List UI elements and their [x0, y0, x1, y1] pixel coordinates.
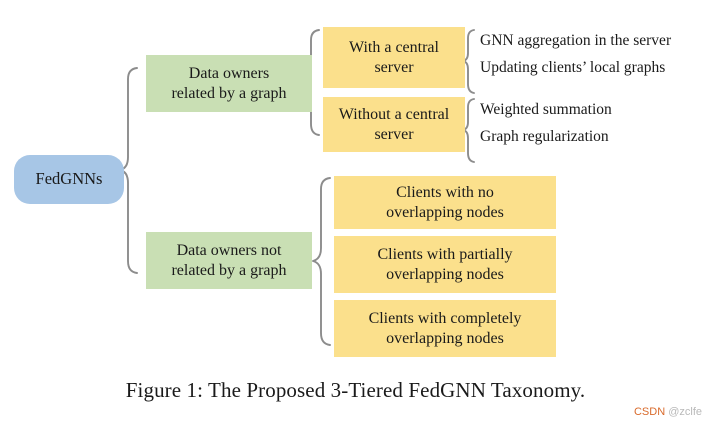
leaf-updating-local-graphs: Updating clients’ local graphs — [480, 59, 666, 76]
watermark: CSDN @zclfe — [634, 406, 702, 418]
node-label-line2: overlapping nodes — [386, 203, 504, 221]
node-clients-partial-overlap[interactable]: Clients with partially overlapping nodes — [334, 236, 556, 293]
node-label: Clients with completely overlapping node… — [369, 309, 522, 348]
brace-tier2-not-related — [312, 177, 331, 346]
node-clients-complete-overlap[interactable]: Clients with completely overlapping node… — [334, 300, 556, 357]
node-label-line2: overlapping nodes — [386, 329, 504, 347]
node-label: Data owners related by a graph — [171, 64, 286, 103]
node-label-line2: overlapping nodes — [386, 265, 504, 283]
node-label-line1: Data owners — [188, 64, 270, 82]
node-label-line2: related by a graph — [171, 261, 287, 279]
node-label-line1: With a central — [349, 38, 439, 56]
node-label-line1: Without a central — [338, 105, 450, 123]
node-label: Clients with no overlapping nodes — [386, 183, 504, 222]
node-label-line2: server — [374, 125, 414, 143]
node-clients-no-overlap[interactable]: Clients with no overlapping nodes — [334, 176, 556, 229]
node-root-label: FedGNNs — [35, 169, 103, 189]
node-label-line1: Clients with completely — [368, 309, 522, 327]
node-label: Data owners not related by a graph — [171, 241, 286, 280]
node-root-fedgnns[interactable]: FedGNNs — [14, 155, 124, 204]
node-label-line1: Clients with no — [396, 183, 494, 201]
node-data-owners-related[interactable]: Data owners related by a graph — [146, 55, 312, 112]
node-label: With a central server — [349, 38, 439, 77]
node-without-central-server[interactable]: Without a central server — [323, 97, 465, 152]
node-data-owners-not-related[interactable]: Data owners not related by a graph — [146, 232, 312, 289]
node-label-line1: Data owners not — [176, 241, 282, 259]
leaf-gnn-aggregation: GNN aggregation in the server — [480, 32, 672, 49]
node-label-line2: related by a graph — [171, 84, 287, 102]
leaf-graph-regularization: Graph regularization — [480, 128, 609, 145]
leaf-weighted-summation: Weighted summation — [480, 101, 612, 118]
node-label: Clients with partially overlapping nodes — [377, 245, 512, 284]
watermark-brand: CSDN — [633, 406, 666, 418]
node-label-line2: server — [374, 58, 414, 76]
watermark-user: @zclfe — [665, 406, 702, 418]
figure-caption: Figure 1: The Proposed 3-Tiered FedGNN T… — [125, 378, 586, 402]
node-with-central-server[interactable]: With a central server — [323, 27, 465, 88]
node-label: Without a central server — [339, 105, 449, 144]
node-label-line1: Clients with partially — [377, 245, 513, 263]
